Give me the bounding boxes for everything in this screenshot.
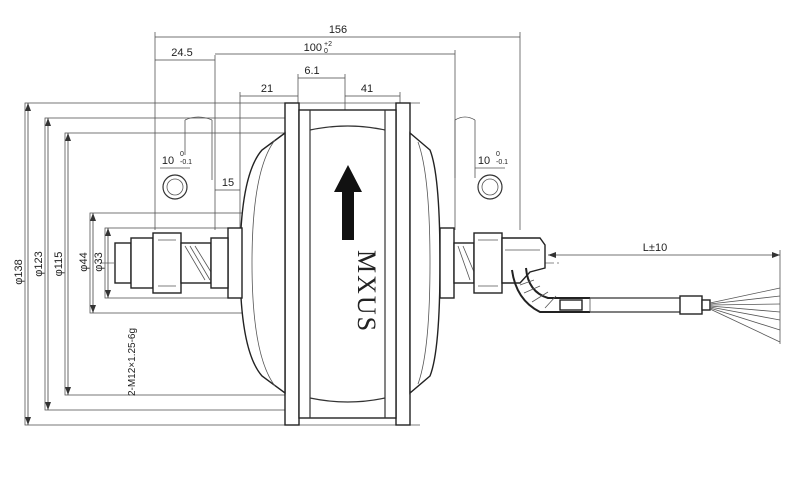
dim-width-21: 21	[261, 83, 273, 95]
dim-width-15: 15	[222, 177, 234, 189]
dim-cable-length: L±10	[643, 242, 667, 254]
dim-flange-offset: 24.5	[171, 47, 192, 59]
left-axle	[114, 232, 229, 294]
right-dropout	[454, 116, 505, 200]
dim-dia-123: φ123	[33, 251, 45, 277]
dim-slot-left-tol-lower: -0.1	[180, 159, 192, 166]
dim-slot-left: 10	[162, 155, 174, 167]
left-dropout	[160, 116, 213, 200]
dim-shaft-tol-lower: 0	[324, 48, 328, 55]
dim-offset-6-1: 6.1	[304, 65, 319, 77]
motor-hub	[227, 102, 455, 426]
dim-slot-right: 10	[478, 155, 490, 167]
dim-overall-width: 156	[329, 24, 347, 36]
dim-thread: 2-M12×1.25-6g	[127, 328, 138, 396]
brand-label: MXUS	[352, 250, 381, 333]
cable-length-dimension	[548, 250, 781, 284]
dim-width-41: 41	[361, 83, 373, 95]
dim-shaft-tol-upper: +2	[324, 41, 332, 48]
brand-text: MXUS	[352, 250, 381, 333]
dim-dia-138: φ138	[13, 259, 25, 285]
dim-slot-left-tol-upper: 0	[180, 151, 184, 158]
dim-slot-right-tol-lower: -0.1	[496, 159, 508, 166]
dim-dia-115: φ115	[53, 252, 65, 277]
motor-cable	[511, 267, 781, 344]
direction-arrow	[334, 165, 362, 240]
diameter-dimensions	[25, 103, 111, 425]
dim-dia-33: φ33	[93, 252, 105, 271]
dim-dia-44: φ44	[78, 252, 90, 271]
dim-shaft-length: 100	[304, 42, 322, 54]
dim-slot-right-tol-upper: 0	[496, 151, 500, 158]
